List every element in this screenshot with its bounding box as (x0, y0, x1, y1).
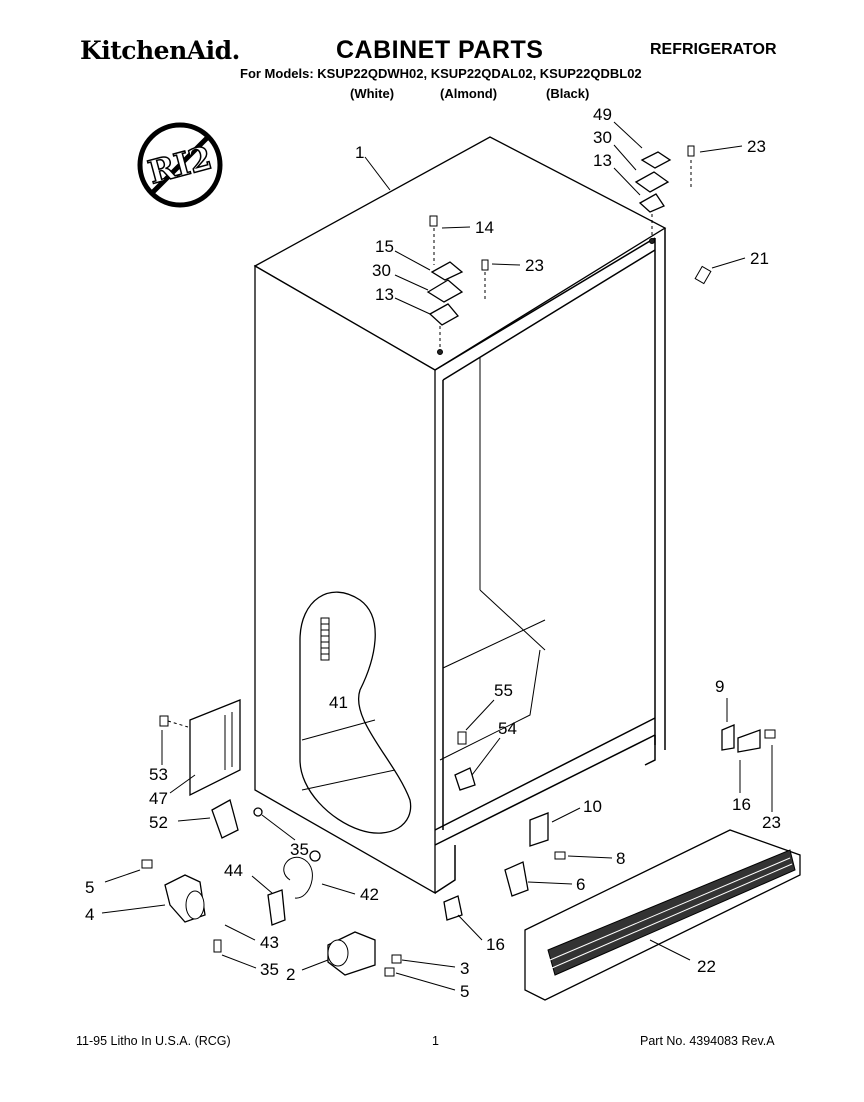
variant-white: (White) (350, 86, 395, 101)
callout-13b: 13 (375, 285, 394, 304)
top-hinge-right (634, 145, 712, 285)
center-parts (443, 731, 566, 921)
appliance-category: REFRIGERATOR (650, 41, 777, 58)
callout-4: 4 (85, 905, 94, 924)
callout-15: 15 (375, 237, 394, 256)
variant-black: (Black) (546, 86, 590, 101)
no-r12-badge: RI2 (137, 122, 223, 208)
callout-8: 8 (616, 849, 625, 868)
top-hinge-left (426, 215, 489, 355)
print-info: 11-95 Litho In U.S.A. (RCG) (76, 1034, 231, 1048)
callout-22: 22 (697, 957, 716, 976)
callout-47: 47 (149, 789, 168, 808)
callout-6: 6 (576, 875, 585, 894)
callout-3: 3 (460, 959, 469, 978)
callout-44: 44 (224, 861, 243, 880)
part-number: Part No. 4394083 Rev.A (640, 1034, 775, 1048)
toe-grille (524, 829, 801, 1001)
callout-30b: 30 (372, 261, 391, 280)
callout-54: 54 (498, 719, 517, 738)
callout-53: 53 (149, 765, 168, 784)
callout-23c: 23 (762, 813, 781, 832)
callouts: 1 49 30 13 23 14 15 30 13 23 21 41 55 54… (85, 105, 781, 1001)
callout-9: 9 (715, 677, 724, 696)
callout-23: 23 (747, 137, 766, 156)
model-list: For Models: KSUP22QDWH02, KSUP22QDAL02, … (240, 66, 642, 81)
callout-14: 14 (475, 218, 494, 237)
callout-41: 41 (329, 693, 348, 712)
callout-16a: 16 (732, 795, 751, 814)
cabinet-shell (253, 136, 667, 895)
callout-30: 30 (593, 128, 612, 147)
callout-55: 55 (494, 681, 513, 700)
variant-almond: (Almond) (440, 86, 498, 101)
callout-13: 13 (593, 151, 612, 170)
callout-42: 42 (360, 885, 379, 904)
page-title: CABINET PARTS (336, 36, 544, 64)
callout-35a: 35 (290, 840, 309, 859)
callout-49: 49 (593, 105, 612, 124)
spring-41 (320, 617, 330, 661)
page-number: 1 (432, 1034, 439, 1048)
callout-10: 10 (583, 797, 602, 816)
badge-text: RI2 (144, 138, 215, 191)
callout-5a: 5 (85, 878, 94, 897)
callout-21: 21 (750, 249, 769, 268)
callout-1: 1 (355, 143, 364, 162)
callout-5b: 5 (460, 982, 469, 1001)
callout-35b: 35 (260, 960, 279, 979)
callout-52: 52 (149, 813, 168, 832)
callout-2: 2 (286, 965, 295, 984)
callout-23b: 23 (525, 256, 544, 275)
leader-lines (101, 121, 773, 991)
brand-logo: KitchenAid. (80, 36, 240, 65)
callout-16b: 16 (486, 935, 505, 954)
right-front-bracket (721, 724, 776, 753)
rear-shield (159, 699, 263, 839)
callout-43: 43 (260, 933, 279, 952)
lower-left-parts (141, 850, 402, 977)
